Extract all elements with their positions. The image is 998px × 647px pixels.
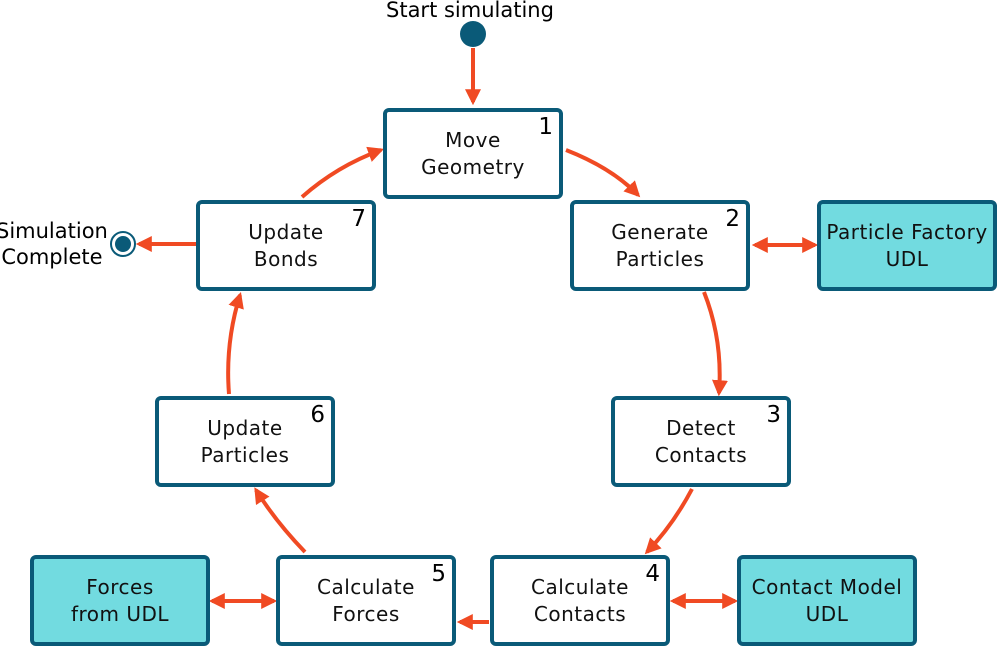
step-label: Calculate Contacts <box>531 574 629 626</box>
step-label: Generate Particles <box>611 219 709 271</box>
arrow-generate-to-detect <box>702 291 728 397</box>
arrow-update-particles-to-bonds <box>226 291 244 395</box>
step-label: Calculate Forces <box>317 574 415 626</box>
step-number: 2 <box>725 206 740 232</box>
step-number: 4 <box>645 561 660 587</box>
step-calculate-contacts[interactable]: Calculate Contacts 4 <box>490 555 670 646</box>
step-move-geometry[interactable]: Move Geometry 1 <box>383 108 563 199</box>
step-number: 1 <box>538 114 553 140</box>
step-number: 3 <box>766 402 781 428</box>
step-calculate-forces[interactable]: Calculate Forces 5 <box>276 555 456 646</box>
step-label: Update Particles <box>200 415 290 467</box>
udl-forces[interactable]: Forces from UDL <box>30 555 210 646</box>
step-update-bonds[interactable]: Update Bonds 7 <box>196 200 376 291</box>
arrow-detect-to-calculate-contacts <box>644 488 694 555</box>
udl-label: Contact Model UDL <box>751 574 903 626</box>
step-generate-particles[interactable]: Generate Particles 2 <box>570 200 750 291</box>
arrow-move-to-generate <box>565 148 641 198</box>
start-label: Start simulating <box>386 0 554 22</box>
udl-contact-model[interactable]: Contact Model UDL <box>737 555 917 646</box>
udl-label: Particle Factory UDL <box>826 219 988 271</box>
step-update-particles[interactable]: Update Particles 6 <box>155 396 335 487</box>
step-detect-contacts[interactable]: Detect Contacts 3 <box>611 396 791 487</box>
udl-particle-factory[interactable]: Particle Factory UDL <box>817 200 997 291</box>
end-label: Simulation Complete <box>0 219 108 269</box>
step-number: 7 <box>351 206 366 232</box>
udl-label: Forces from UDL <box>70 574 170 626</box>
arrow-forces-to-update-particles <box>254 487 307 554</box>
step-label: Detect Contacts <box>654 415 748 467</box>
start-node <box>460 21 486 47</box>
end-node <box>115 236 131 252</box>
arrow-bonds-to-move <box>300 146 385 199</box>
step-label: Update Bonds <box>248 219 324 271</box>
step-number: 5 <box>431 561 446 587</box>
step-number: 6 <box>310 402 325 428</box>
step-label: Move Geometry <box>421 127 525 179</box>
